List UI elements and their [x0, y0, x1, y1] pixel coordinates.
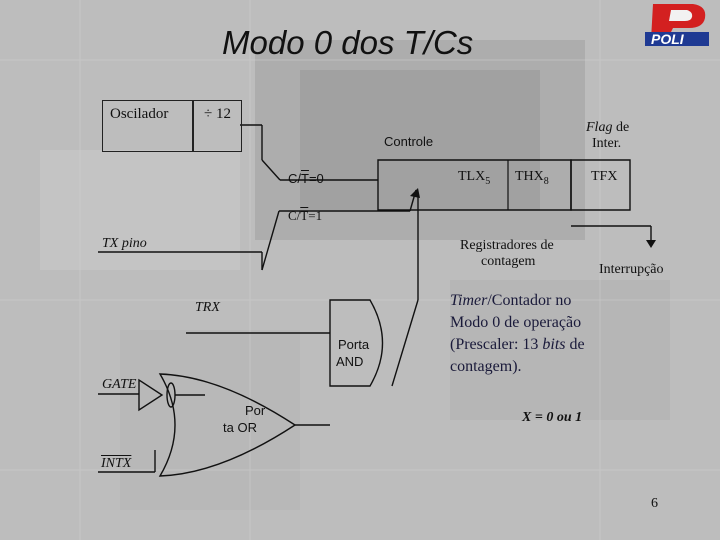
gate-buffer — [138, 378, 164, 412]
thx-main: THX — [515, 169, 544, 184]
flag-rest: de — [612, 120, 630, 135]
description-line3: (Prescaler: 13 bits de — [450, 336, 585, 354]
and-label-line1: Porta — [338, 337, 370, 352]
desc-line3-italic: bits — [542, 336, 566, 353]
and-gate — [329, 299, 384, 387]
tfx-box — [570, 159, 631, 211]
flag-label: Flag de — [586, 120, 629, 136]
x-note: X = 0 ou 1 — [522, 410, 583, 425]
ct1-prefix: C/ — [288, 208, 301, 223]
ct0-bar: T — [301, 171, 309, 186]
tlx-sub: 5 — [485, 175, 491, 187]
ct1-bar: T — [300, 208, 309, 223]
gate-inverter-bubble — [166, 382, 176, 408]
registers-label-line2: contagem — [481, 254, 536, 269]
page-number: 6 — [651, 496, 658, 511]
description-line4: contagem). — [450, 358, 522, 375]
desc-line1-rest: /Contador no — [487, 292, 572, 309]
poli-logo: POLI — [641, 0, 713, 50]
ct1-label: C/T=1 — [288, 208, 322, 224]
interrupt-label: Interrupção — [599, 262, 664, 277]
ct0-suffix: =0 — [308, 171, 324, 186]
thx-sub: 8 — [543, 175, 549, 187]
gate-label: GATE — [102, 377, 137, 392]
desc-line3-pre: (Prescaler: 13 — [450, 336, 543, 353]
poli-logo-text: POLI — [651, 31, 684, 47]
interrupt-arrowhead — [646, 240, 656, 248]
or-label-line2: ta OR — [223, 420, 257, 435]
intx-label: INTX — [101, 456, 132, 471]
trx-label: TRX — [195, 300, 220, 315]
or-gate — [158, 373, 297, 477]
wire-and-out — [391, 299, 419, 387]
ct1-suffix: =1 — [308, 208, 323, 223]
timer-word: Timer — [450, 292, 488, 309]
wire-to-switch — [261, 159, 281, 181]
control-label: Controle — [384, 134, 434, 149]
flag-word: Flag — [586, 120, 613, 135]
divider-label: ÷ 12 — [204, 106, 231, 122]
ct0-label: C/T=0 — [288, 171, 324, 186]
or-label-line1: Por — [245, 403, 266, 418]
tlx-main: TLX — [458, 169, 486, 184]
registers-label-line1: Registradores de — [460, 238, 554, 253]
slide-title: Modo 0 dos T/Cs — [222, 24, 474, 61]
thx-label: THX8 — [515, 169, 549, 187]
tlx-label: TLX5 — [458, 169, 490, 187]
ct0-prefix: C/ — [288, 171, 301, 186]
description-line2: Modo 0 de operação — [450, 314, 582, 331]
flag-label-line2: Inter. — [592, 136, 622, 151]
and-label-line2: AND — [336, 354, 364, 369]
oscillator-label: Oscilador — [110, 106, 169, 122]
wire-txpin-to-ct1 — [261, 210, 280, 271]
tx-pin-label: TX pino — [102, 236, 147, 251]
divider-box — [192, 100, 242, 152]
switch-arrowhead — [410, 188, 420, 198]
desc-line3-post: de — [565, 336, 585, 353]
oscillator-box — [102, 100, 194, 152]
tfx-label: TFX — [591, 169, 618, 184]
description-line1: Timer/Contador no — [450, 292, 571, 310]
